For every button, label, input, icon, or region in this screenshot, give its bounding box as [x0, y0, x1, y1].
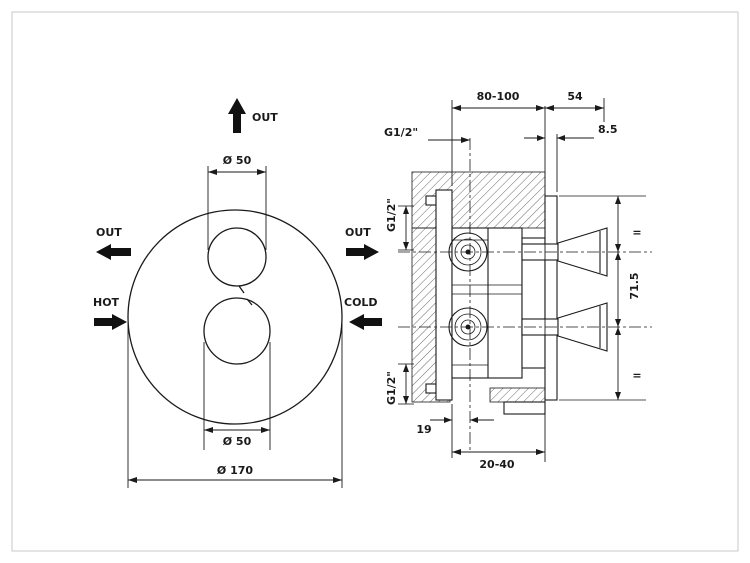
flow-arrow-out-left-icon	[96, 244, 131, 260]
flow-arrow-hot-icon	[94, 314, 127, 330]
bracket-bolt-bottom	[425, 383, 437, 394]
dim-wall-thickness-text: 20-40	[479, 458, 515, 471]
flow-arrow-out-top-icon	[228, 98, 246, 133]
thread-label-top: G1/2"	[384, 126, 470, 143]
knob-bottom-circle	[203, 297, 271, 365]
dim-knob-top-text: Ø 50	[223, 154, 252, 167]
bracket-bolt-top	[425, 195, 437, 206]
bottom-bracket	[503, 401, 546, 415]
label-out-top: OUT	[252, 111, 278, 124]
label-out-right: OUT	[345, 226, 371, 239]
label-cold: COLD	[344, 296, 378, 309]
label-hot: HOT	[93, 296, 120, 309]
label-thread-bottom: G1/2"	[385, 371, 398, 405]
trim-plate-circle	[127, 209, 343, 425]
mounting-bracket	[435, 189, 453, 401]
section-view: 80-100 54 8.5 G1/2" G1/2"	[384, 90, 652, 471]
dim-plate-diameter-text: Ø 170	[217, 464, 253, 477]
wall-hatch-bottom	[489, 387, 546, 403]
dim-axis-offset: 19	[416, 404, 494, 458]
dim-depth-range: 80-100 54	[451, 90, 605, 186]
dim-wall-thickness: 20-40	[452, 449, 545, 471]
knob-top-indicator	[238, 285, 245, 294]
knob-top-circle	[207, 227, 267, 287]
front-view: OUT OUT HOT OUT COLD Ø 50 Ø 50	[93, 98, 382, 488]
dim-depth-range-text: 80-100	[477, 90, 520, 103]
equal-mark-top: =	[632, 226, 641, 239]
dim-plate-diameter: Ø 170	[127, 322, 343, 488]
flow-arrow-cold-icon	[349, 314, 382, 330]
page-frame	[11, 11, 739, 552]
dim-knob-bottom: Ø 50	[203, 342, 271, 450]
thread-label-side: G1/2"	[385, 198, 414, 251]
dim-plate-thickness: 8.5	[524, 123, 618, 192]
dim-knob-bottom-text: Ø 50	[223, 435, 252, 448]
label-thread-top: G1/2"	[384, 126, 418, 139]
label-out-left: OUT	[96, 226, 122, 239]
flow-arrow-out-right-icon	[346, 244, 379, 260]
knob-bottom-indicator	[246, 298, 253, 306]
dim-plate-thickness-text: 8.5	[598, 123, 618, 136]
dim-center-distance-text: 71.5	[628, 272, 641, 299]
label-thread-side: G1/2"	[385, 198, 398, 232]
dim-knob-top: Ø 50	[207, 154, 267, 250]
dim-axis-offset-text: 19	[416, 423, 431, 436]
finish-plate	[544, 195, 558, 401]
dim-handle-projection-text: 54	[567, 90, 583, 103]
thread-label-bottom: G1/2"	[385, 363, 414, 405]
equal-mark-bottom: =	[632, 369, 641, 382]
dim-center-distance: = 71.5 =	[559, 195, 646, 401]
